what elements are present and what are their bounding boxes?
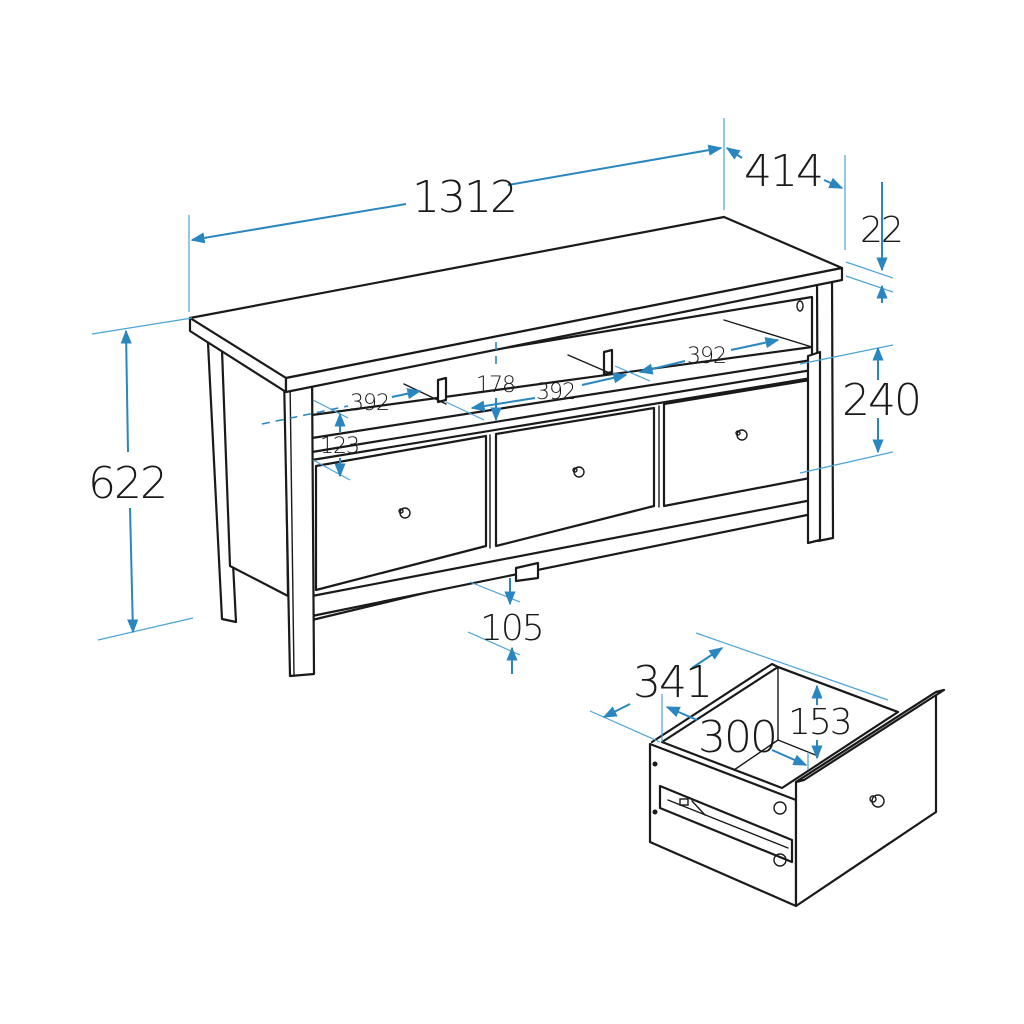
drawer-runner — [658, 784, 794, 864]
shelf-divider-right — [602, 348, 614, 376]
dim-rail-height: 123 — [320, 434, 359, 459]
dim-drawer-inner-height: 153 — [788, 702, 851, 743]
knob-icon — [398, 507, 411, 519]
center-foot — [514, 561, 540, 583]
dim-top-thickness: 22 — [860, 210, 902, 251]
dim-drawer-outer-depth: 341 — [633, 657, 711, 708]
front-left-leg — [282, 370, 316, 678]
dim-overall-height: 622 — [88, 458, 166, 509]
shelf-pin-hole — [796, 300, 804, 312]
knob-icon — [735, 429, 748, 441]
knob-icon — [572, 466, 585, 478]
dimensions-drawer: 341 300 153 — [589, 632, 889, 770]
tv-bench — [188, 215, 844, 678]
dim-compartment-middle: 392 — [536, 380, 575, 405]
tabletop-front-edge — [284, 266, 844, 394]
dim-compartment-left: 392 — [350, 391, 389, 416]
front-right-leg — [806, 350, 822, 545]
dim-compartment-right: 392 — [687, 344, 726, 369]
knob-icon — [869, 794, 885, 808]
dim-overall-depth: 414 — [744, 146, 822, 197]
dim-compartment-height: 178 — [476, 373, 515, 398]
mount-hole — [773, 801, 787, 815]
dimensions-bench: 1312 414 22 622 240 392 392 — [88, 118, 922, 674]
shelf-divider-left — [436, 376, 448, 404]
mount-hole — [773, 853, 787, 867]
dim-drawer-front-height: 240 — [842, 375, 920, 426]
dim-overall-width: 1312 — [412, 172, 516, 223]
dim-drawer-inner-depth: 300 — [698, 712, 776, 763]
drawer-detail — [648, 662, 946, 908]
drawer-front-middle[interactable] — [494, 406, 656, 548]
dim-floor-clearance: 105 — [480, 608, 543, 649]
